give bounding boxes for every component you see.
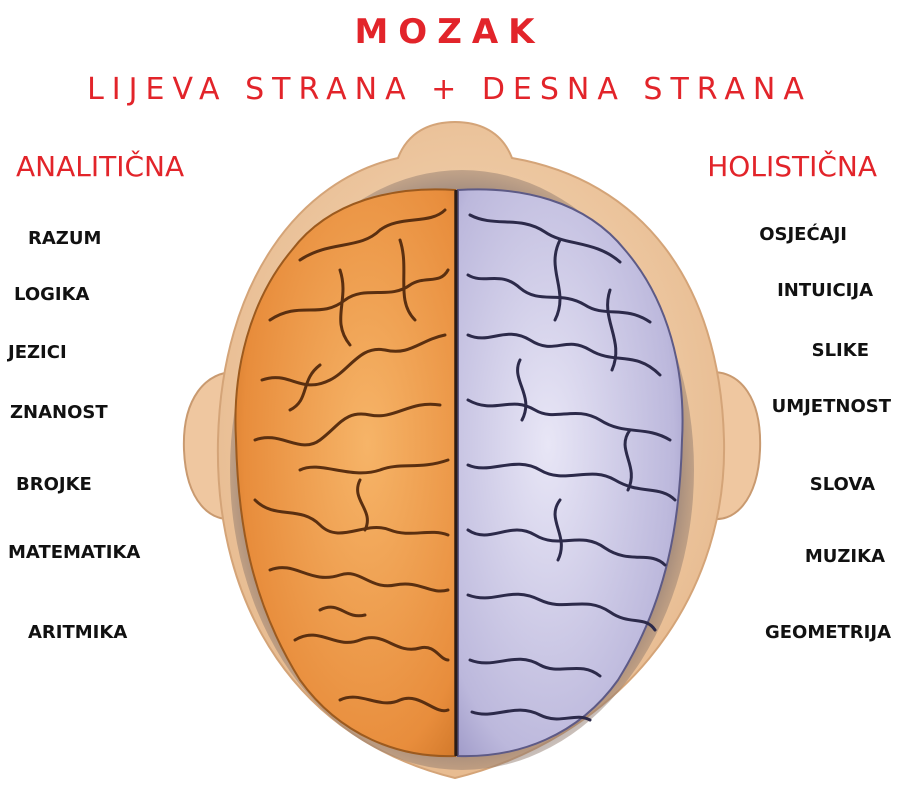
left-term-5: BROJKE [16,474,92,495]
right-term-5: SLOVA [810,474,875,495]
right-term-2: INTUICIJA [777,280,873,301]
left-term-1: RAZUM [28,228,101,249]
right-term-7: GEOMETRIJA [765,622,891,643]
left-term-2: LOGIKA [14,284,89,305]
right-term-3: SLIKE [812,340,869,361]
left-term-4: ZNANOST [10,402,108,423]
right-term-4: UMJETNOST [772,396,891,417]
left-term-3: JEZICI [8,342,67,363]
left-term-6: MATEMATIKA [8,542,140,563]
left-term-7: ARITMIKA [28,622,127,643]
right-term-1: OSJEĆAJI [759,224,847,245]
right-term-6: MUZIKA [805,546,885,567]
